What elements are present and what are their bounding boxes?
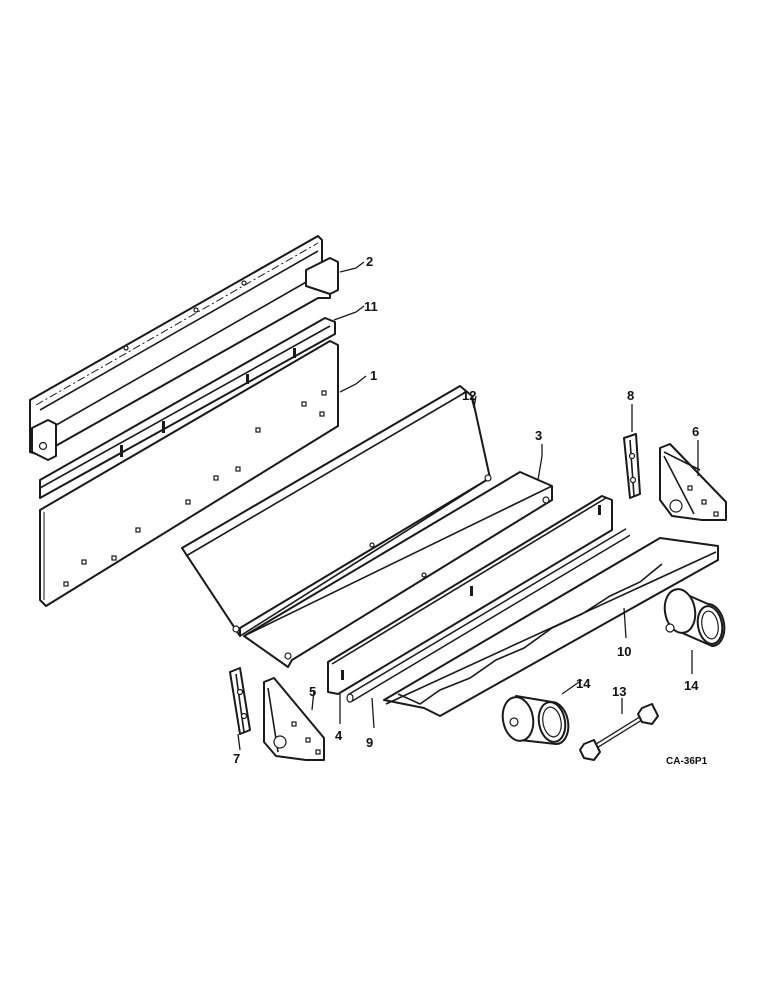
callout-1: 1: [370, 368, 377, 383]
part-14-spacer-right: [663, 588, 726, 648]
leader-lines: [237, 261, 699, 751]
part-6-plate: [659, 443, 727, 521]
callout-9: 9: [366, 735, 373, 750]
part-9-rod: [346, 528, 631, 703]
panel-square-holes: [63, 390, 327, 587]
callout-12: 12: [462, 388, 476, 403]
callout-14-bottom: 14: [576, 676, 591, 691]
part-4-bar: [327, 495, 613, 695]
callout-5: 5: [309, 684, 316, 699]
callout-2: 2: [366, 254, 373, 269]
callout-4: 4: [335, 728, 343, 743]
part-5-plate: [263, 677, 325, 761]
part-10-plate: [383, 537, 719, 717]
part-7-bracket: [229, 667, 251, 735]
part-3-angle-strip: [243, 471, 553, 668]
callout-7: 7: [233, 751, 240, 766]
part-2-angle-rail: [29, 235, 339, 461]
callouts: 2 11 1 12 3 8 6 10 14 14 13 9 4 5 7 CA-3…: [233, 254, 708, 767]
drawing-code: CA-36P1: [666, 756, 708, 767]
callout-6: 6: [692, 424, 699, 439]
part-11-strip: [39, 317, 336, 499]
callout-3: 3: [535, 428, 542, 443]
callout-13: 13: [612, 684, 626, 699]
part-8-bracket: [623, 433, 641, 499]
part-13-bolt: [579, 703, 659, 761]
part-1-panel: [39, 340, 339, 607]
callout-14-right: 14: [684, 678, 699, 693]
callout-10: 10: [617, 644, 631, 659]
callout-8: 8: [627, 388, 634, 403]
part-12-deflector: [181, 385, 492, 638]
part-14-spacer-bottom: [501, 695, 570, 746]
callout-11: 11: [364, 299, 378, 314]
